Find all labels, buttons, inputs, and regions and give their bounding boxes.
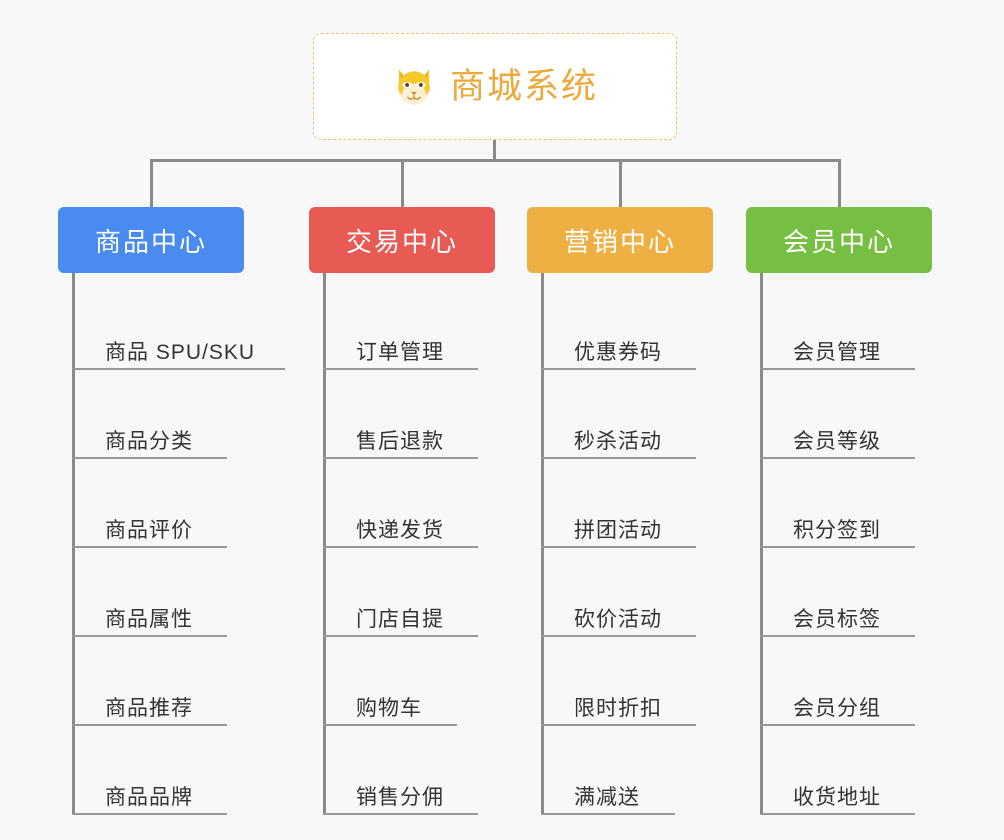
category-box-member-center[interactable]: 会员中心 <box>746 207 932 273</box>
leaf-label: 销售分佣 <box>356 786 444 809</box>
leaf-label: 会员等级 <box>793 430 881 453</box>
shiba-dog-face-icon <box>398 68 430 105</box>
list-item[interactable]: 商品评价 <box>72 459 244 548</box>
category-box-product-center[interactable]: 商品中心 <box>58 207 244 273</box>
leaf-label: 会员标签 <box>793 608 881 631</box>
connector-horizontal-bus <box>150 159 841 162</box>
leaf-underline <box>72 457 227 459</box>
leaf-underline <box>323 546 478 548</box>
leaf-underline <box>541 546 696 548</box>
leaf-list-trade-center: 订单管理 售后退款 快递发货 门店自提 购物车 销售分佣 <box>323 273 495 815</box>
connector-drop-member-center <box>838 159 841 207</box>
leaf-label: 商品评价 <box>105 519 193 542</box>
leaf-label: 商品属性 <box>105 608 193 631</box>
category-label-marketing-center: 营销中心 <box>563 226 676 257</box>
leaf-underline <box>541 457 696 459</box>
leaf-underline <box>72 635 227 637</box>
root-node-title: 商城系统 <box>449 67 598 106</box>
list-item[interactable]: 快递发货 <box>323 459 495 548</box>
connector-drop-marketing-center <box>619 159 622 207</box>
branch-marketing-center: 营销中心 优惠券码 秒杀活动 拼团活动 砍价活动 限时折扣 <box>527 207 713 815</box>
leaf-underline <box>760 635 915 637</box>
leaf-label: 商品推荐 <box>105 697 193 720</box>
leaf-underline <box>760 546 915 548</box>
leaf-label: 限时折扣 <box>574 697 662 720</box>
list-item[interactable]: 订单管理 <box>323 281 495 370</box>
branch-member-center: 会员中心 会员管理 会员等级 积分签到 会员标签 会员分组 <box>746 207 932 815</box>
list-item[interactable]: 砍价活动 <box>541 548 713 637</box>
leaf-list-member-center: 会员管理 会员等级 积分签到 会员标签 会员分组 收货地址 <box>760 273 932 815</box>
leaf-underline <box>72 546 227 548</box>
leaf-underline <box>760 724 915 726</box>
list-item[interactable]: 门店自提 <box>323 548 495 637</box>
list-item[interactable]: 售后退款 <box>323 370 495 459</box>
list-item[interactable]: 销售分佣 <box>323 726 495 815</box>
leaf-underline <box>323 368 478 370</box>
leaf-label: 商品品牌 <box>105 786 193 809</box>
leaf-underline <box>72 813 227 815</box>
list-item[interactable]: 商品属性 <box>72 548 244 637</box>
list-item[interactable]: 秒杀活动 <box>541 370 713 459</box>
list-item[interactable]: 会员管理 <box>760 281 932 370</box>
leaf-underline <box>541 368 696 370</box>
leaf-label: 商品分类 <box>105 430 193 453</box>
leaf-label: 售后退款 <box>356 430 444 453</box>
category-label-product-center: 商品中心 <box>94 226 207 257</box>
leaf-underline <box>760 457 915 459</box>
leaf-label: 会员分组 <box>793 697 881 720</box>
leaf-label: 购物车 <box>356 697 422 720</box>
list-item[interactable]: 购物车 <box>323 637 495 726</box>
category-label-member-center: 会员中心 <box>782 226 895 257</box>
leaf-label: 优惠券码 <box>574 341 662 364</box>
list-item[interactable]: 积分签到 <box>760 459 932 548</box>
leaf-underline <box>72 724 227 726</box>
leaf-underline <box>323 813 478 815</box>
leaf-underline <box>541 813 675 815</box>
list-item[interactable]: 收货地址 <box>760 726 932 815</box>
list-item[interactable]: 会员等级 <box>760 370 932 459</box>
leaf-underline <box>541 635 696 637</box>
leaf-label: 积分签到 <box>793 519 881 542</box>
category-box-marketing-center[interactable]: 营销中心 <box>527 207 713 273</box>
leaf-label: 会员管理 <box>793 341 881 364</box>
leaf-label: 拼团活动 <box>574 519 662 542</box>
leaf-label: 收货地址 <box>793 786 881 809</box>
leaf-underline <box>323 635 478 637</box>
leaf-label: 满减送 <box>574 786 640 809</box>
leaf-underline <box>323 724 457 726</box>
list-item[interactable]: 会员分组 <box>760 637 932 726</box>
list-item[interactable]: 商品品牌 <box>72 726 244 815</box>
list-item[interactable]: 会员标签 <box>760 548 932 637</box>
leaf-label: 砍价活动 <box>574 608 662 631</box>
list-item[interactable]: 商品分类 <box>72 370 244 459</box>
leaf-underline <box>760 368 915 370</box>
list-item[interactable]: 满减送 <box>541 726 713 815</box>
leaf-label: 门店自提 <box>356 608 444 631</box>
connector-root-vertical <box>493 140 496 161</box>
leaf-underline <box>541 724 696 726</box>
connector-drop-trade-center <box>401 159 404 207</box>
leaf-list-marketing-center: 优惠券码 秒杀活动 拼团活动 砍价活动 限时折扣 满减送 <box>541 273 713 815</box>
leaf-label: 商品 SPU/SKU <box>105 341 256 364</box>
leaf-underline <box>760 813 915 815</box>
branch-trade-center: 交易中心 订单管理 售后退款 快递发货 门店自提 购物车 <box>309 207 495 815</box>
list-item[interactable]: 拼团活动 <box>541 459 713 548</box>
list-item[interactable]: 限时折扣 <box>541 637 713 726</box>
root-node-shop-system[interactable]: 商城系统 <box>313 33 677 140</box>
leaf-underline <box>323 457 478 459</box>
list-item[interactable]: 商品推荐 <box>72 637 244 726</box>
list-item[interactable]: 商品 SPU/SKU <box>72 281 285 370</box>
leaf-label: 快递发货 <box>356 519 444 542</box>
leaf-label: 秒杀活动 <box>574 430 662 453</box>
connector-drop-product-center <box>150 159 153 207</box>
leaf-list-product-center: 商品 SPU/SKU 商品分类 商品评价 商品属性 商品推荐 商品品牌 <box>72 273 285 815</box>
branch-product-center: 商品中心 商品 SPU/SKU 商品分类 商品评价 商品属性 商品推荐 <box>58 207 285 815</box>
leaf-underline <box>72 368 285 370</box>
leaf-label: 订单管理 <box>356 341 444 364</box>
category-label-trade-center: 交易中心 <box>345 226 458 257</box>
list-item[interactable]: 优惠券码 <box>541 281 713 370</box>
category-box-trade-center[interactable]: 交易中心 <box>309 207 495 273</box>
